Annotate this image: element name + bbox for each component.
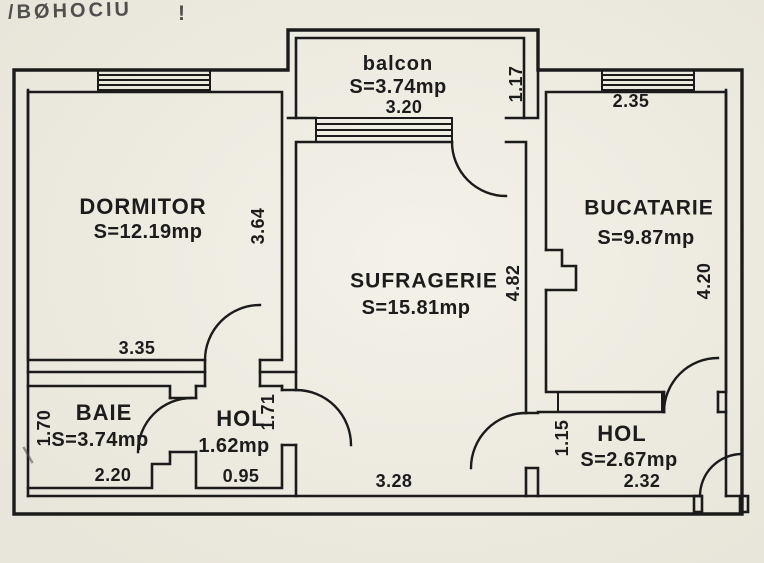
livingroom-walls bbox=[294, 140, 540, 498]
bedroom-walls bbox=[26, 90, 298, 388]
door-arc-hall-livingroom bbox=[294, 388, 353, 447]
room-label-dormitor: DORMITOR bbox=[79, 194, 207, 219]
kitchen-duct bbox=[544, 248, 578, 292]
room-label-hol-mic: HOL bbox=[216, 406, 266, 431]
door-arc-balcony bbox=[450, 140, 508, 198]
window-livingroom bbox=[315, 117, 453, 143]
dimension-hol-intrare-width: 2.32 bbox=[623, 471, 661, 491]
dimension-dormitor-height: 3.64 bbox=[248, 207, 268, 245]
dimension-hol-intrare-height: 1.15 bbox=[552, 419, 572, 457]
dimension-bucatarie-width: 2.35 bbox=[612, 91, 650, 111]
room-area-hol-mic: 1.62mp bbox=[198, 435, 270, 457]
door-arc-entry bbox=[698, 452, 744, 498]
room-label-balcon: balcon bbox=[362, 53, 434, 75]
dimension-sufragerie-height: 4.82 bbox=[503, 264, 523, 302]
room-area-sufragerie: S=15.81mp bbox=[361, 297, 471, 319]
window-kitchen bbox=[601, 69, 695, 91]
room-area-hol-intrare: S=2.67mp bbox=[580, 449, 678, 471]
door-arc-bedroom bbox=[203, 303, 262, 362]
dimension-bucatarie-height: 4.20 bbox=[694, 262, 714, 300]
window-bedroom bbox=[97, 69, 211, 91]
kitchen-hol-partition bbox=[557, 391, 663, 413]
door-arc-kitchen bbox=[662, 356, 720, 414]
room-area-bucatarie: S=9.87mp bbox=[597, 227, 695, 249]
entry-walls bbox=[692, 494, 750, 514]
scan-smudge bbox=[22, 446, 34, 464]
room-area-dormitor: S=12.19mp bbox=[93, 221, 203, 243]
balcony-walls bbox=[286, 36, 540, 120]
kitchen-walls bbox=[536, 90, 728, 414]
dimension-balcon-depth: 1.17 bbox=[506, 65, 526, 103]
room-label-baie: BAIE bbox=[75, 400, 133, 425]
dimension-sufragerie-width: 3.28 bbox=[375, 471, 413, 491]
door-arc-livingroom-hall bbox=[469, 411, 528, 470]
room-area-baie: S=3.74mp bbox=[51, 429, 149, 451]
dimension-dormitor-width: 3.35 bbox=[118, 338, 156, 358]
door-arc-bathroom bbox=[136, 396, 194, 454]
room-label-sufragerie: SUFRAGERIE bbox=[350, 269, 498, 293]
room-area-balcon: S=3.74mp bbox=[349, 76, 447, 98]
stamp-mark: ! bbox=[178, 2, 185, 25]
dimension-hol-mic-width: 0.95 bbox=[222, 466, 260, 486]
dimension-baie-width: 2.20 bbox=[94, 465, 132, 485]
room-label-hol-intrare: HOL bbox=[597, 421, 647, 446]
dimension-baie-height: 1.70 bbox=[34, 409, 54, 447]
dimension-balcon-width: 3.20 bbox=[385, 97, 423, 117]
room-label-bucatarie: BUCATARIE bbox=[584, 196, 714, 220]
dimension-hol-mic-height: 1.71 bbox=[258, 393, 278, 431]
